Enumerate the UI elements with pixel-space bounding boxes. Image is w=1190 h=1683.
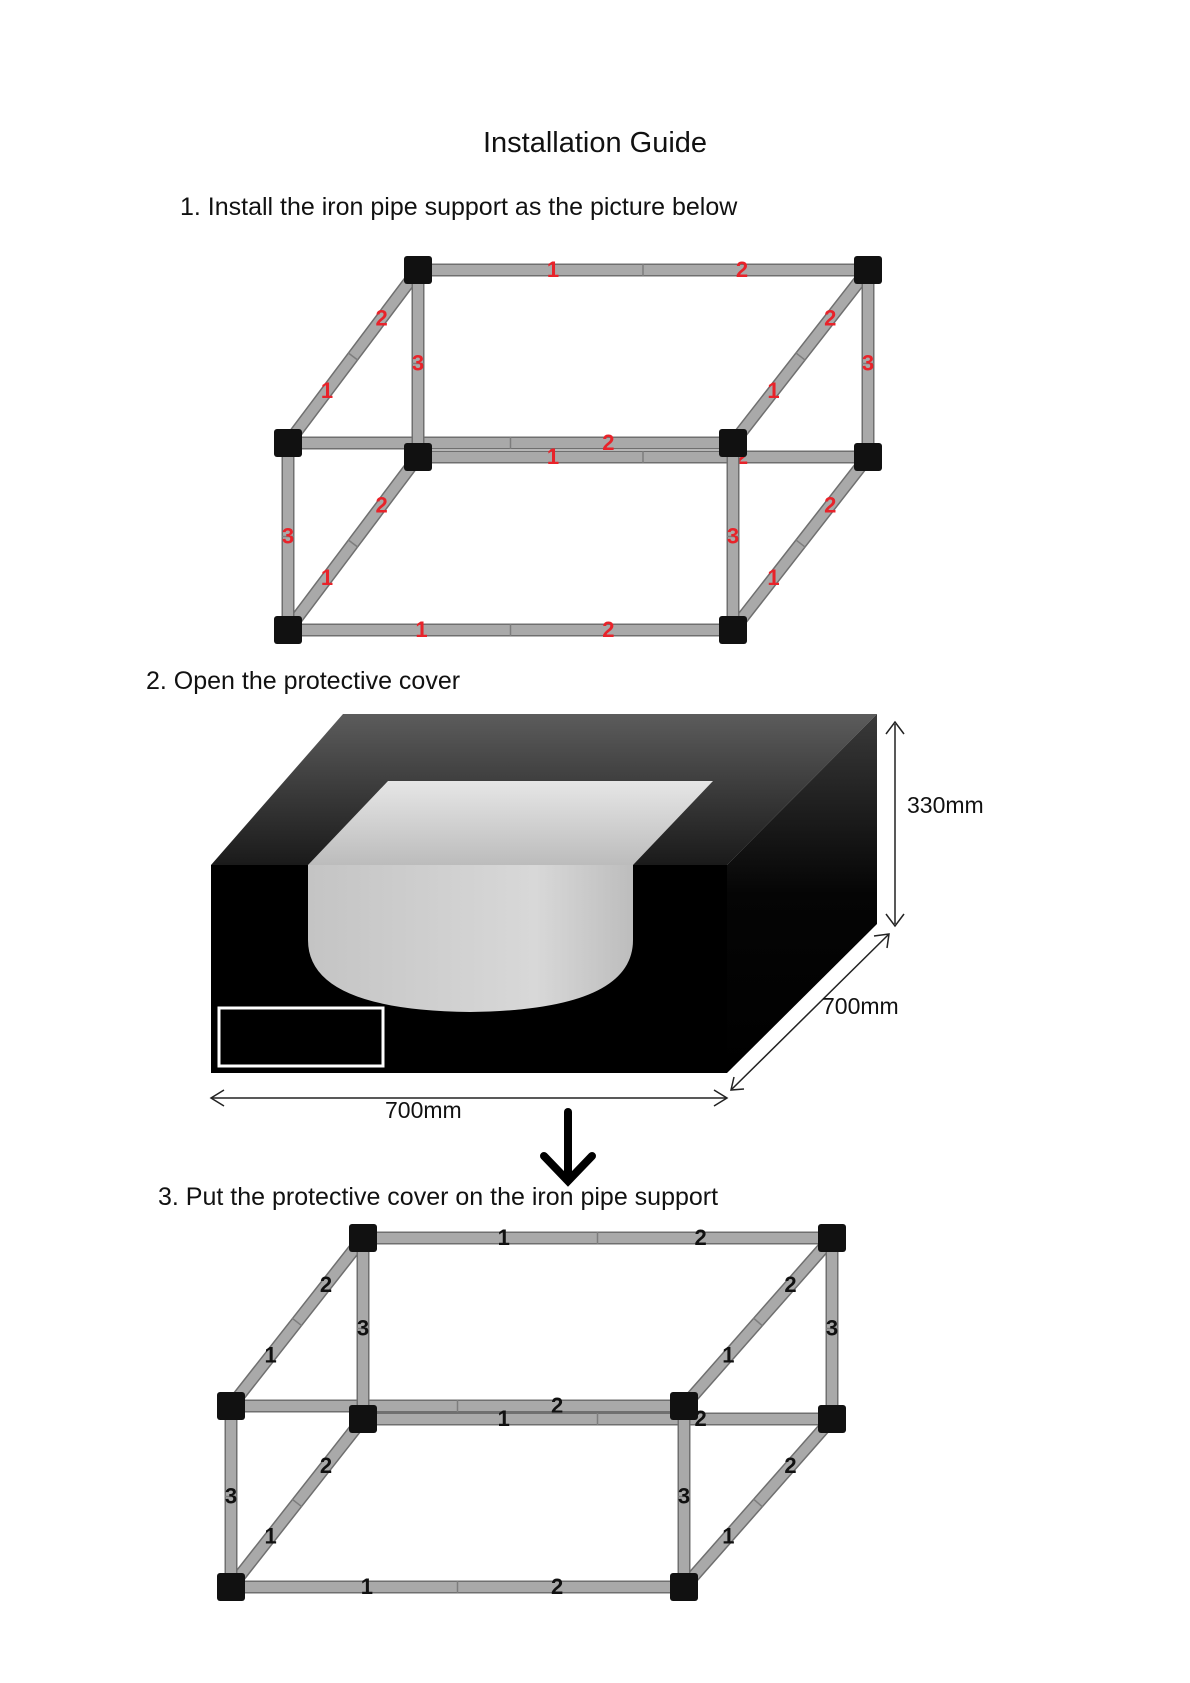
pipe-number-label: 3 xyxy=(225,1484,237,1509)
pipe-number-label: 1 xyxy=(264,1524,276,1549)
pipe-number-label: 3 xyxy=(282,524,294,549)
pipe-number-label: 1 xyxy=(264,1343,276,1368)
pipe-segment: 3 xyxy=(224,1406,238,1587)
pipe-segment: 3 xyxy=(356,1238,370,1419)
width-dimension-arrow xyxy=(209,1089,729,1107)
corner-connector xyxy=(670,1573,698,1601)
height-dimension-arrow xyxy=(885,720,905,928)
pipe-segment: 12 xyxy=(282,266,424,447)
pipe-number-label: 1 xyxy=(321,378,333,403)
pipe-number-label: 2 xyxy=(695,1225,707,1250)
corner-connector xyxy=(349,1405,377,1433)
corner-connector xyxy=(217,1573,245,1601)
pipe-number-label: 2 xyxy=(602,617,614,642)
frame-2-group: 12121212121212123333 xyxy=(217,1224,846,1601)
down-arrow-icon xyxy=(540,1108,596,1187)
pipe-number-label: 1 xyxy=(547,444,559,469)
step-1-instruction: 1. Install the iron pipe support as the … xyxy=(180,193,738,221)
step-2-instruction: 2. Open the protective cover xyxy=(146,667,461,695)
pipe-segment: 3 xyxy=(726,443,740,630)
page-title: Installation Guide xyxy=(482,127,708,159)
cover-side-face xyxy=(727,714,877,1073)
pipe-number-label: 2 xyxy=(320,1272,332,1297)
front-label-panel xyxy=(217,1006,385,1068)
pipe-number-label: 3 xyxy=(678,1484,690,1509)
pipe-segment: 3 xyxy=(281,443,295,630)
window-front xyxy=(308,865,633,1012)
pipe-number-label: 3 xyxy=(826,1316,838,1341)
pipe-segment: 3 xyxy=(411,270,425,457)
window-top xyxy=(308,781,713,865)
width-dimension-label: 700mm xyxy=(385,1097,462,1123)
step-3-instruction: 3. Put the protective cover on the iron … xyxy=(158,1183,719,1211)
corner-connector xyxy=(854,256,882,284)
corner-connector xyxy=(274,616,302,644)
pipe-segment: 3 xyxy=(825,1238,839,1419)
corner-connector xyxy=(719,616,747,644)
corner-connector xyxy=(217,1392,245,1420)
pipe-segment: 12 xyxy=(225,1414,369,1592)
pipe-number-label: 1 xyxy=(722,1524,734,1549)
pipe-number-label: 3 xyxy=(412,351,424,376)
corner-connector xyxy=(719,429,747,457)
pipe-number-label: 1 xyxy=(321,565,333,590)
pipe-number-label: 2 xyxy=(784,1453,796,1478)
pipe-number-label: 3 xyxy=(727,524,739,549)
pipe-number-label: 2 xyxy=(736,257,748,282)
pipe-number-label: 1 xyxy=(361,1574,373,1599)
pipe-number-label: 2 xyxy=(824,305,836,330)
pipe-number-label: 1 xyxy=(498,1406,510,1431)
pipe-number-label: 2 xyxy=(602,430,614,455)
corner-connector xyxy=(349,1224,377,1252)
pipe-number-label: 2 xyxy=(824,492,836,517)
pipe-segment: 3 xyxy=(677,1406,691,1587)
pipe-number-label: 3 xyxy=(357,1316,369,1341)
pipe-segment: 12 xyxy=(727,266,874,447)
pipe-number-label: 1 xyxy=(767,378,779,403)
pipe-number-label: 1 xyxy=(722,1343,734,1368)
corner-connector xyxy=(404,443,432,471)
pipe-number-label: 2 xyxy=(551,1393,563,1418)
corner-connector xyxy=(404,256,432,284)
pipe-number-label: 1 xyxy=(415,617,427,642)
depth-dimension-arrow xyxy=(730,933,890,1091)
pipe-number-label: 2 xyxy=(375,305,387,330)
pipe-segment: 12 xyxy=(679,1414,837,1592)
height-dimension-label: 330mm xyxy=(907,792,984,818)
frame-1-group: 12121212121212123333 xyxy=(274,256,882,644)
pipe-segment: 3 xyxy=(861,270,875,457)
corner-connector xyxy=(274,429,302,457)
pipe-number-label: 1 xyxy=(767,565,779,590)
pipe-number-label: 1 xyxy=(547,257,559,282)
pipe-number-label: 2 xyxy=(375,492,387,517)
pipe-number-label: 1 xyxy=(498,1225,510,1250)
pipe-number-label: 3 xyxy=(862,351,874,376)
pipe-number-label: 2 xyxy=(551,1574,563,1599)
depth-dimension-label: 700mm xyxy=(822,993,899,1019)
corner-connector xyxy=(818,1405,846,1433)
pipe-number-label: 2 xyxy=(784,1272,796,1297)
pipe-segment: 12 xyxy=(727,453,874,634)
corner-connector xyxy=(670,1392,698,1420)
corner-connector xyxy=(854,443,882,471)
pipe-number-label: 2 xyxy=(320,1453,332,1478)
pipe-segment: 12 xyxy=(282,453,424,634)
pipe-segment: 12 xyxy=(679,1233,837,1411)
pipe-segment: 12 xyxy=(225,1233,369,1411)
corner-connector xyxy=(818,1224,846,1252)
